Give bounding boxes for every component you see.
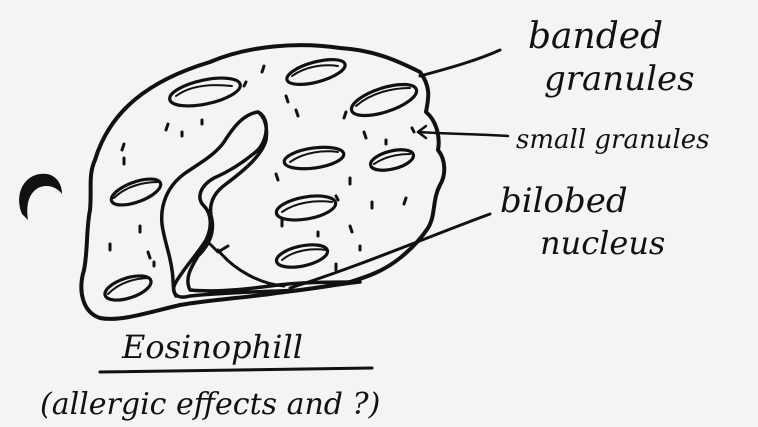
diagram-title: Eosinophill [121,328,303,366]
bilobed-nucleus-label-2: nucleus [540,224,665,262]
bilobed-nucleus [174,112,360,297]
small-granules-label: small granules [516,125,710,155]
banded-granule [368,146,415,174]
bilobed-nucleus-label: bilobed [500,181,628,221]
banded-granule [275,192,338,224]
nucleus-arrowhead [210,244,228,252]
banded-granule [108,174,164,211]
banded-granules-pointer [420,50,500,76]
nucleus-arrow [218,250,284,286]
banded-granule [102,271,154,305]
banded-granule [283,144,345,172]
banded-granule [167,73,242,111]
banded-granule [284,55,347,90]
crescent-mark [19,174,62,220]
banded-granules-label-2: granules [544,59,695,99]
banded-granule [274,241,329,271]
banded-granules-label: banded [528,16,663,57]
banded-granule [348,78,420,122]
small-granules-pointer [418,132,508,136]
diagram-subtitle: (allergic effects and ?) [40,387,380,422]
title-underline [100,368,372,372]
bilobed-nucleus-pointer [290,214,490,288]
